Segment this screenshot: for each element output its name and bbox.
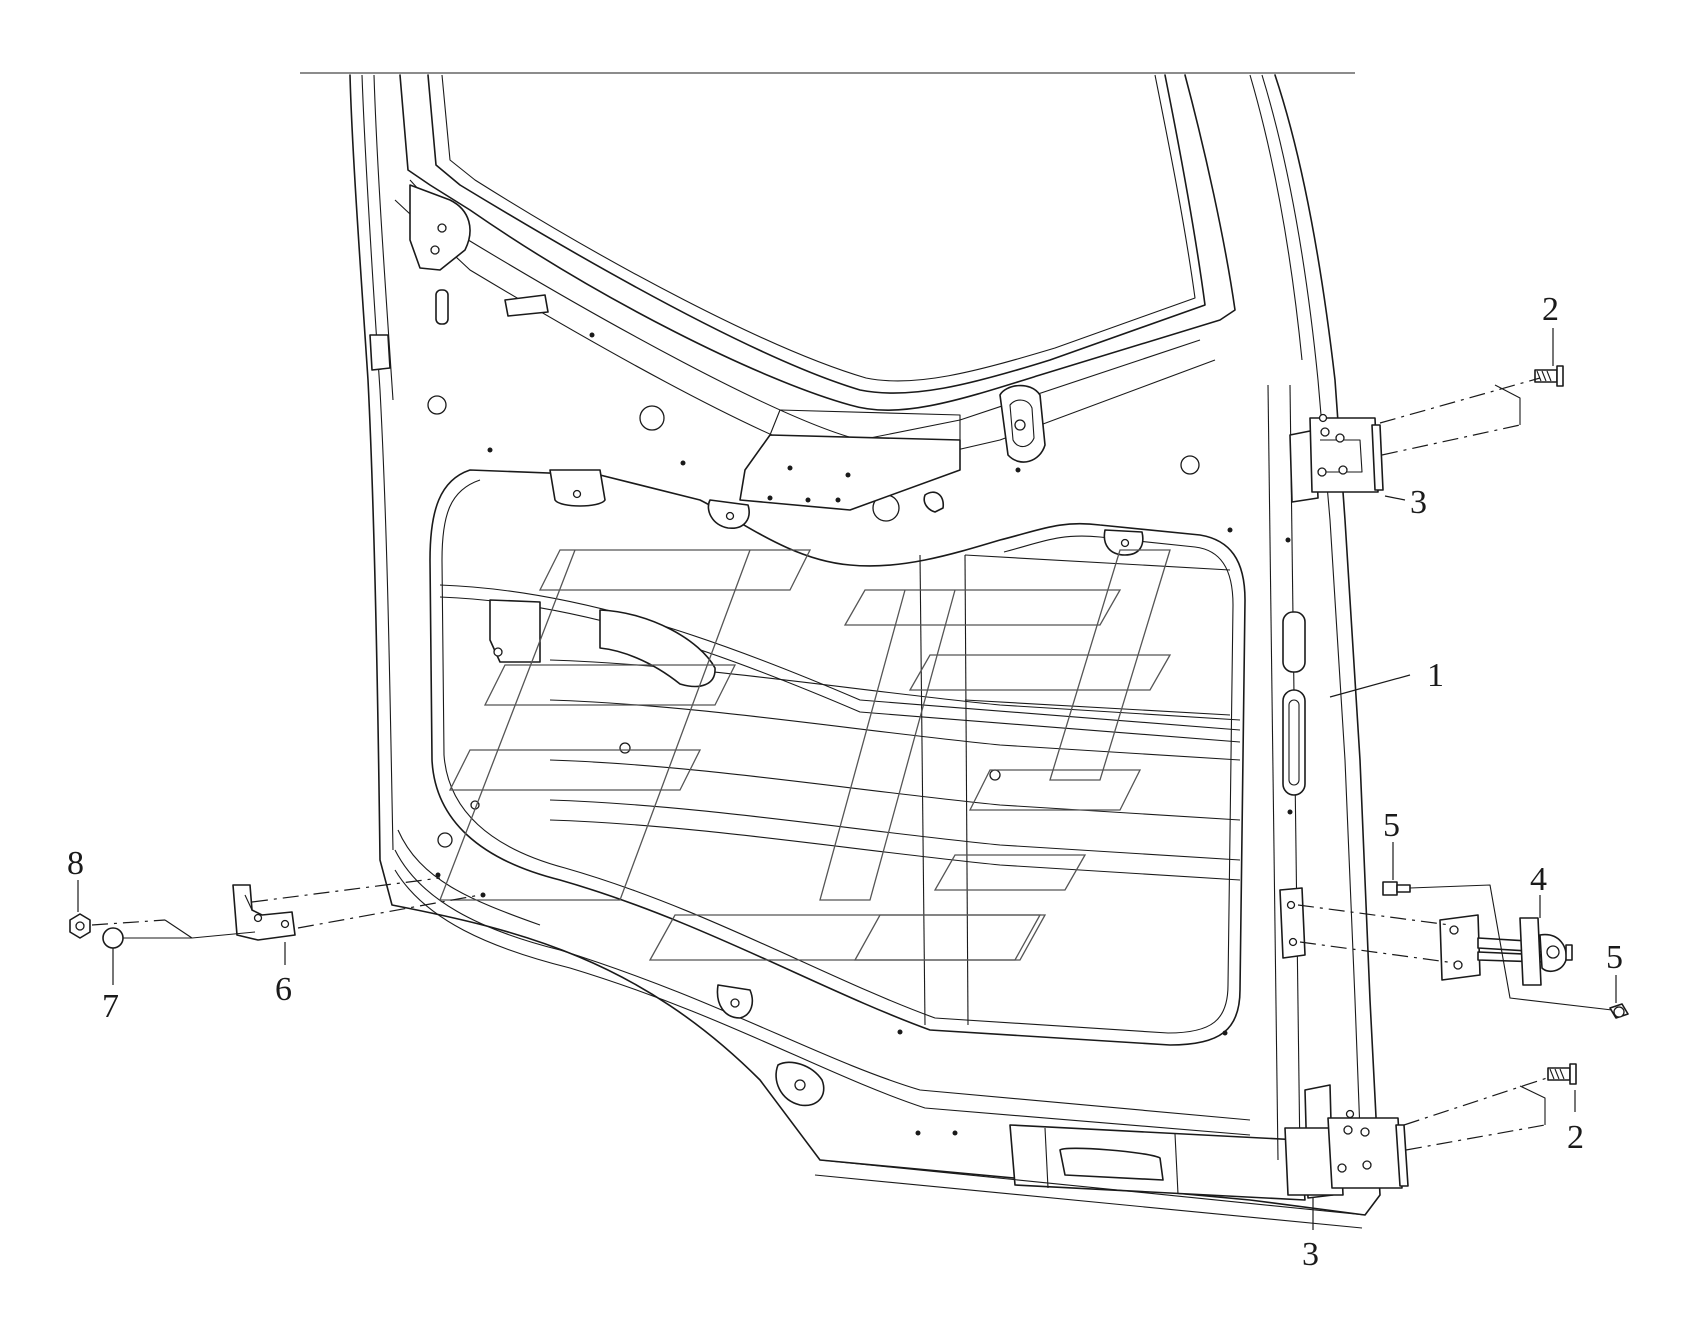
striker-nut (69, 913, 91, 939)
bolt-path-upper-2 (1381, 424, 1521, 456)
callout-8: 8 (67, 845, 84, 882)
callout-3-top: 3 (1410, 484, 1427, 521)
leader-3-top (1384, 495, 1406, 501)
bolt-path-lower-1 (1403, 1076, 1551, 1126)
leader-1 (1329, 674, 1411, 698)
striker-plate (232, 884, 296, 941)
callout-2-bottom: 2 (1567, 1119, 1584, 1156)
upper-hinge (1289, 413, 1384, 503)
lower-hinge-bolt (1547, 1063, 1577, 1085)
bolt-path-lower-bracket (1519, 1085, 1546, 1125)
upper-hinge-bolt (1534, 365, 1564, 387)
callout-7: 7 (102, 988, 119, 1025)
bolt-path-upper-bracket (1494, 384, 1521, 425)
door-inner-panel (349, 74, 1381, 1229)
strap-path-1 (1297, 904, 1451, 926)
lower-hinge (1284, 1084, 1409, 1199)
callout-2-top: 2 (1542, 291, 1559, 328)
callout-3-bottom: 3 (1302, 1236, 1319, 1273)
strap-path-2 (1299, 941, 1456, 964)
callout-5-bottom: 5 (1606, 939, 1623, 976)
callout-5-top: 5 (1383, 807, 1400, 844)
watermark-logo (439, 549, 1172, 961)
striker-path-3 (251, 877, 441, 903)
bolt-path-upper-1 (1379, 377, 1541, 424)
callout-4: 4 (1530, 861, 1547, 898)
callout-1: 1 (1427, 657, 1444, 694)
door-check-strap (1439, 914, 1573, 986)
striker-path-4 (297, 894, 481, 929)
striker-path-1 (91, 919, 166, 926)
callout-6: 6 (275, 971, 292, 1008)
strap-bolt-path (1409, 884, 1613, 1011)
check-strap-nut-bottom (1609, 1003, 1629, 1019)
bolt-path-lower-2 (1405, 1124, 1546, 1151)
striker-cap (102, 927, 124, 949)
check-strap-bolt-top (1382, 881, 1411, 896)
